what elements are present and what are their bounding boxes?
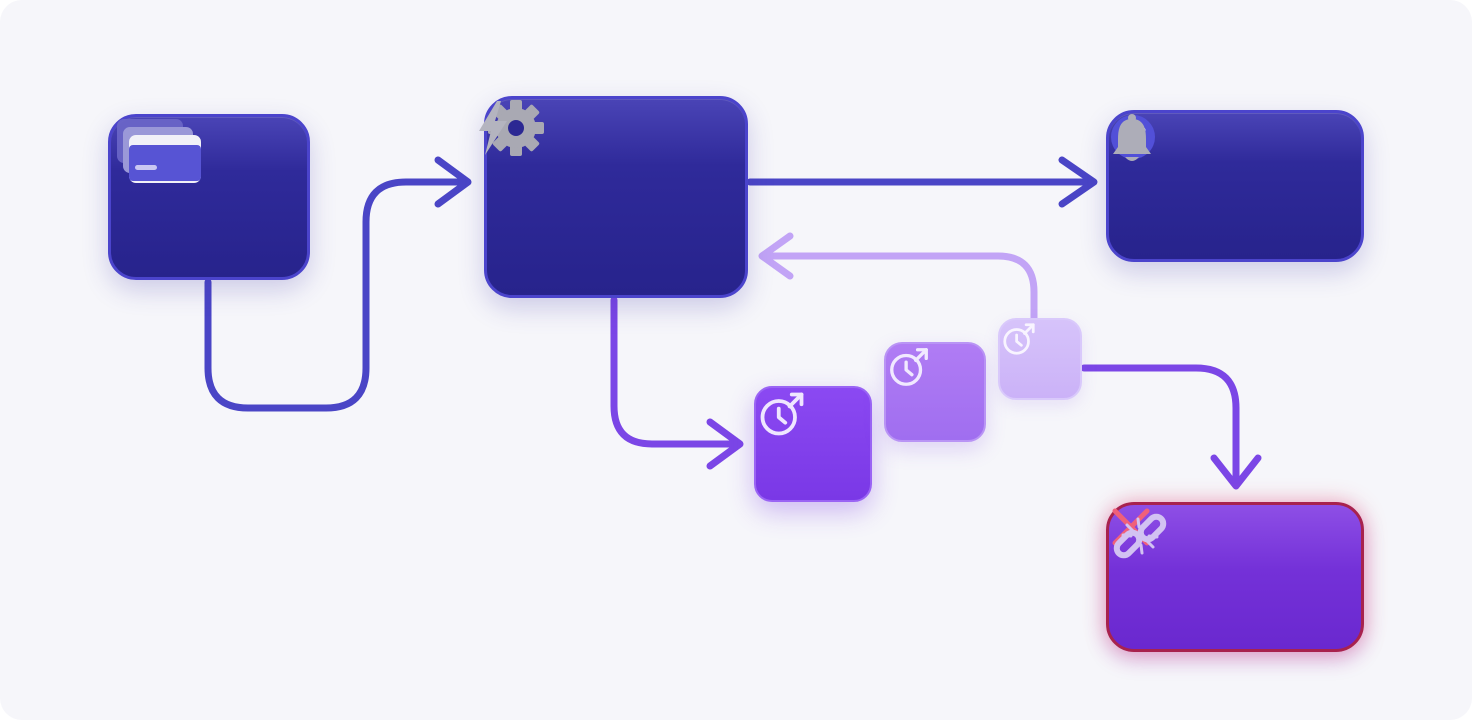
edge-retry-to-failure <box>1080 364 1240 486</box>
arrowhead-processor-in <box>434 156 472 208</box>
cards-stack-icon <box>117 119 201 183</box>
edge-retry-to-processor <box>764 252 1038 322</box>
clock-arrow-icon <box>1003 323 1035 355</box>
retry-step-1[interactable] <box>754 386 872 502</box>
lightning-icon <box>479 101 507 155</box>
clock-arrow-icon <box>760 392 804 436</box>
arrowhead-processor-feedback <box>758 232 794 280</box>
bell-icon <box>1113 114 1151 161</box>
source-node[interactable] <box>108 114 310 280</box>
clock-arrow-icon <box>890 348 928 386</box>
processor-node[interactable] <box>479 96 748 298</box>
arrowhead-success-in <box>1058 156 1098 208</box>
success-node[interactable] <box>1106 110 1364 262</box>
failure-node[interactable] <box>1106 502 1364 652</box>
arrowhead-failure-in <box>1210 454 1262 490</box>
arrowhead-retry-in <box>706 418 744 470</box>
retry-step-3[interactable] <box>998 318 1082 400</box>
edge-source-to-processor <box>204 178 464 412</box>
broken-link-icon <box>1113 513 1167 559</box>
retry-step-2[interactable] <box>884 342 986 442</box>
edge-processor-to-retry <box>610 296 742 448</box>
